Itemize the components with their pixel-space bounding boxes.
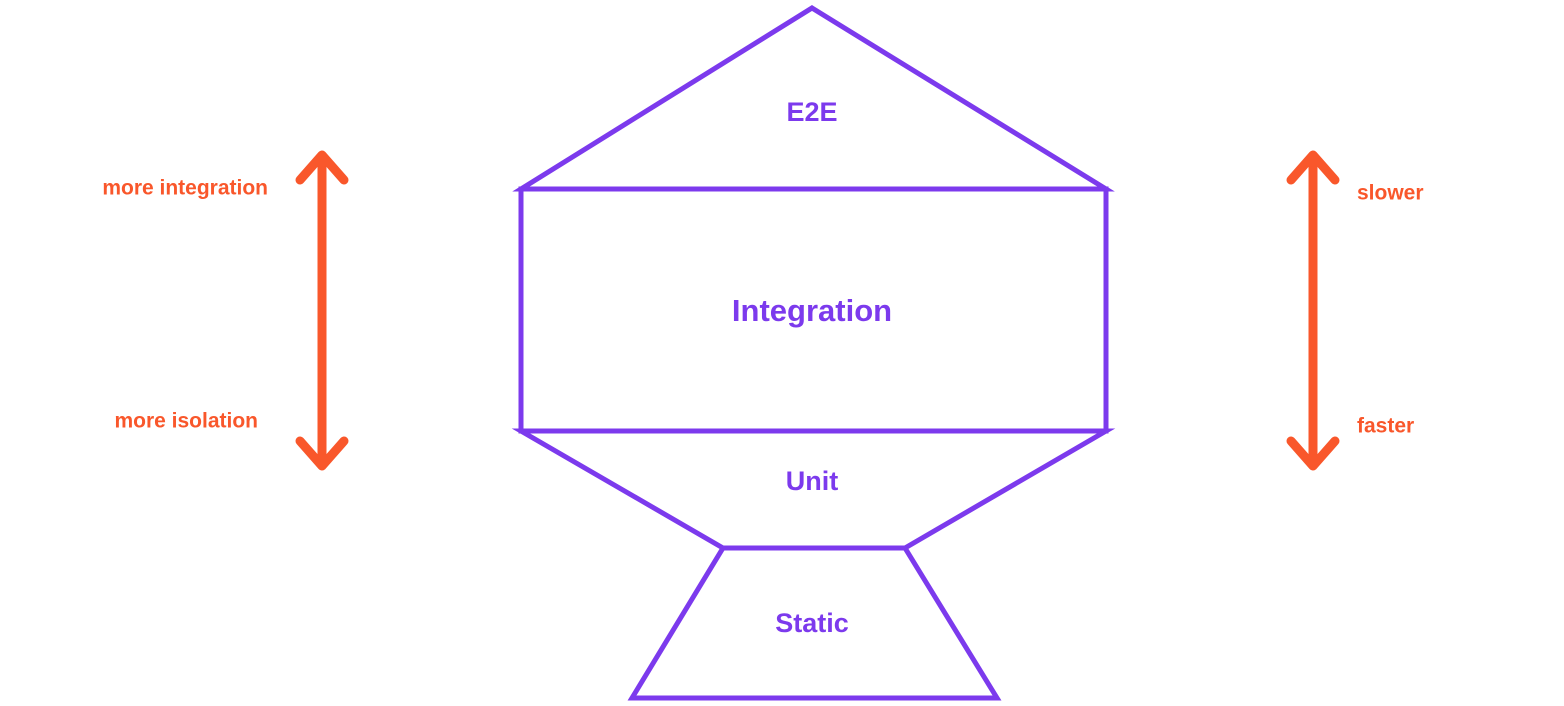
unit-label: Unit [786, 466, 838, 496]
right-axis-down-arrowhead [1286, 436, 1340, 471]
static-shape[interactable] [627, 545, 1002, 701]
right-axis-up-arrowhead [1286, 150, 1340, 185]
left-axis-arrow [295, 150, 349, 471]
right-axis-top-label: slower [1357, 182, 1424, 205]
right-axis-bottom-label: faster [1357, 415, 1414, 438]
left-axis-down-arrowhead [295, 436, 349, 471]
left-axis-bottom-label: more isolation [114, 410, 258, 433]
static-label: Static [775, 608, 849, 638]
e2e-label: E2E [786, 97, 837, 127]
right-axis-arrow [1286, 150, 1340, 471]
integration-label: Integration [732, 293, 892, 328]
left-axis-top-label: more integration [102, 177, 268, 200]
left-axis-up-arrowhead [295, 150, 349, 185]
